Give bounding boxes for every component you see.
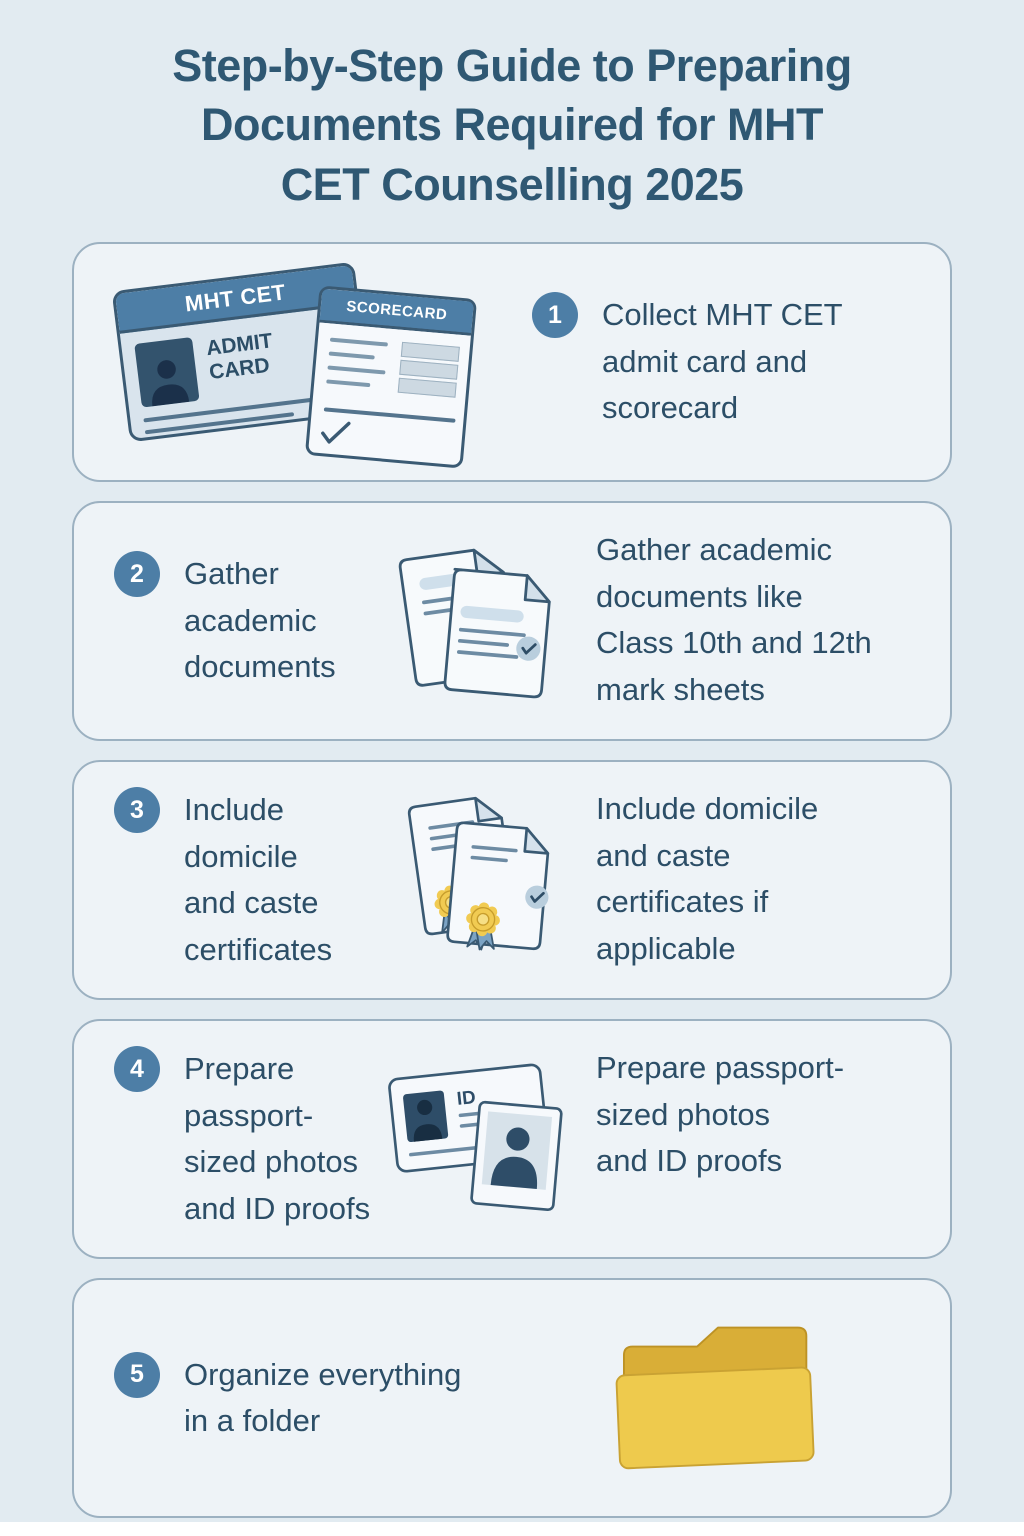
documents-icon <box>398 548 551 699</box>
step-description: Include domicile and caste certificates … <box>596 791 819 966</box>
detail-line <box>328 351 375 360</box>
step-card-4: 4 Prepare passport- sized photos and ID … <box>72 1019 952 1260</box>
step-card-2: 2 Gather academic documents <box>72 501 952 742</box>
step-4-text: 4 Prepare passport- sized photos and ID … <box>114 1046 372 1232</box>
step-3-icon-area <box>372 783 582 978</box>
step-description: Gather academic documents like Class 10t… <box>596 532 872 707</box>
step-number-badge: 4 <box>114 1046 160 1093</box>
detail-line <box>329 337 388 347</box>
award-rosette-icon <box>465 902 500 951</box>
person-silhouette-icon <box>416 1100 432 1116</box>
step-4-icon-area: ID <box>372 1049 582 1229</box>
score-table-cell <box>399 359 459 380</box>
step-5-icon-area <box>604 1310 832 1487</box>
step-number-badge: 5 <box>114 1351 160 1398</box>
step-card-1: MHT CET ADMIT CARD SCORECARD <box>72 242 952 483</box>
id-label: ID <box>455 1086 476 1109</box>
step-label: Gather academic documents <box>184 556 336 685</box>
admit-card-label: ADMIT CARD <box>204 329 274 385</box>
step-label: Include domicile and caste certificates <box>184 792 333 967</box>
checkmark-icon <box>515 636 540 661</box>
person-silhouette-icon <box>152 360 190 407</box>
admit-card-scorecard-icon: MHT CET ADMIT CARD SCORECARD <box>111 256 494 469</box>
id-card-photo-icon: ID <box>387 1063 563 1212</box>
step-3-text: 3 Include domicile and caste certificate… <box>114 787 372 973</box>
certificates-icon <box>407 796 549 951</box>
step-number-badge: 3 <box>114 787 160 834</box>
scorecard-graphic: SCORECARD <box>304 285 478 469</box>
step-number-badge: 1 <box>532 292 578 339</box>
detail-line <box>327 365 386 375</box>
checkmark-icon <box>321 421 351 444</box>
step-card-5: 5 Organize everything in a folder <box>72 1278 952 1519</box>
steps-list: MHT CET ADMIT CARD SCORECARD <box>72 242 952 1519</box>
checkmark-icon <box>524 885 548 909</box>
person-silhouette-icon <box>505 1127 530 1151</box>
step-2-icon-area <box>372 531 582 711</box>
step-card-3: 3 Include domicile and caste certificate… <box>72 760 952 1001</box>
step-5-text: 5 Organize everything in a folder <box>114 1351 524 1445</box>
admit-card-graphic: MHT CET ADMIT CARD <box>111 261 373 443</box>
detail-line <box>326 379 371 388</box>
person-silhouette-icon <box>134 337 200 408</box>
step-1-text: 1 Collect MHT CET admit card and scoreca… <box>532 292 892 432</box>
score-table-cell <box>397 377 457 398</box>
step-description: Collect MHT CET admit card and scorecard <box>602 297 843 426</box>
step-2-text: 2 Gather academic documents <box>114 551 372 691</box>
step-label: Organize everything in a folder <box>184 1356 462 1439</box>
step-description: Prepare passport- sized photos and ID pr… <box>596 1050 845 1179</box>
scorecard-title: SCORECARD <box>319 288 474 336</box>
step-label: Prepare passport- sized photos and ID pr… <box>184 1051 371 1226</box>
step-1-icon-area: MHT CET ADMIT CARD SCORECARD <box>111 256 504 469</box>
step-number-badge: 2 <box>114 551 160 598</box>
score-table-cell <box>400 342 460 363</box>
folder-icon <box>615 1326 815 1469</box>
page-title: Step-by-Step Guide to Preparing Document… <box>172 40 852 210</box>
